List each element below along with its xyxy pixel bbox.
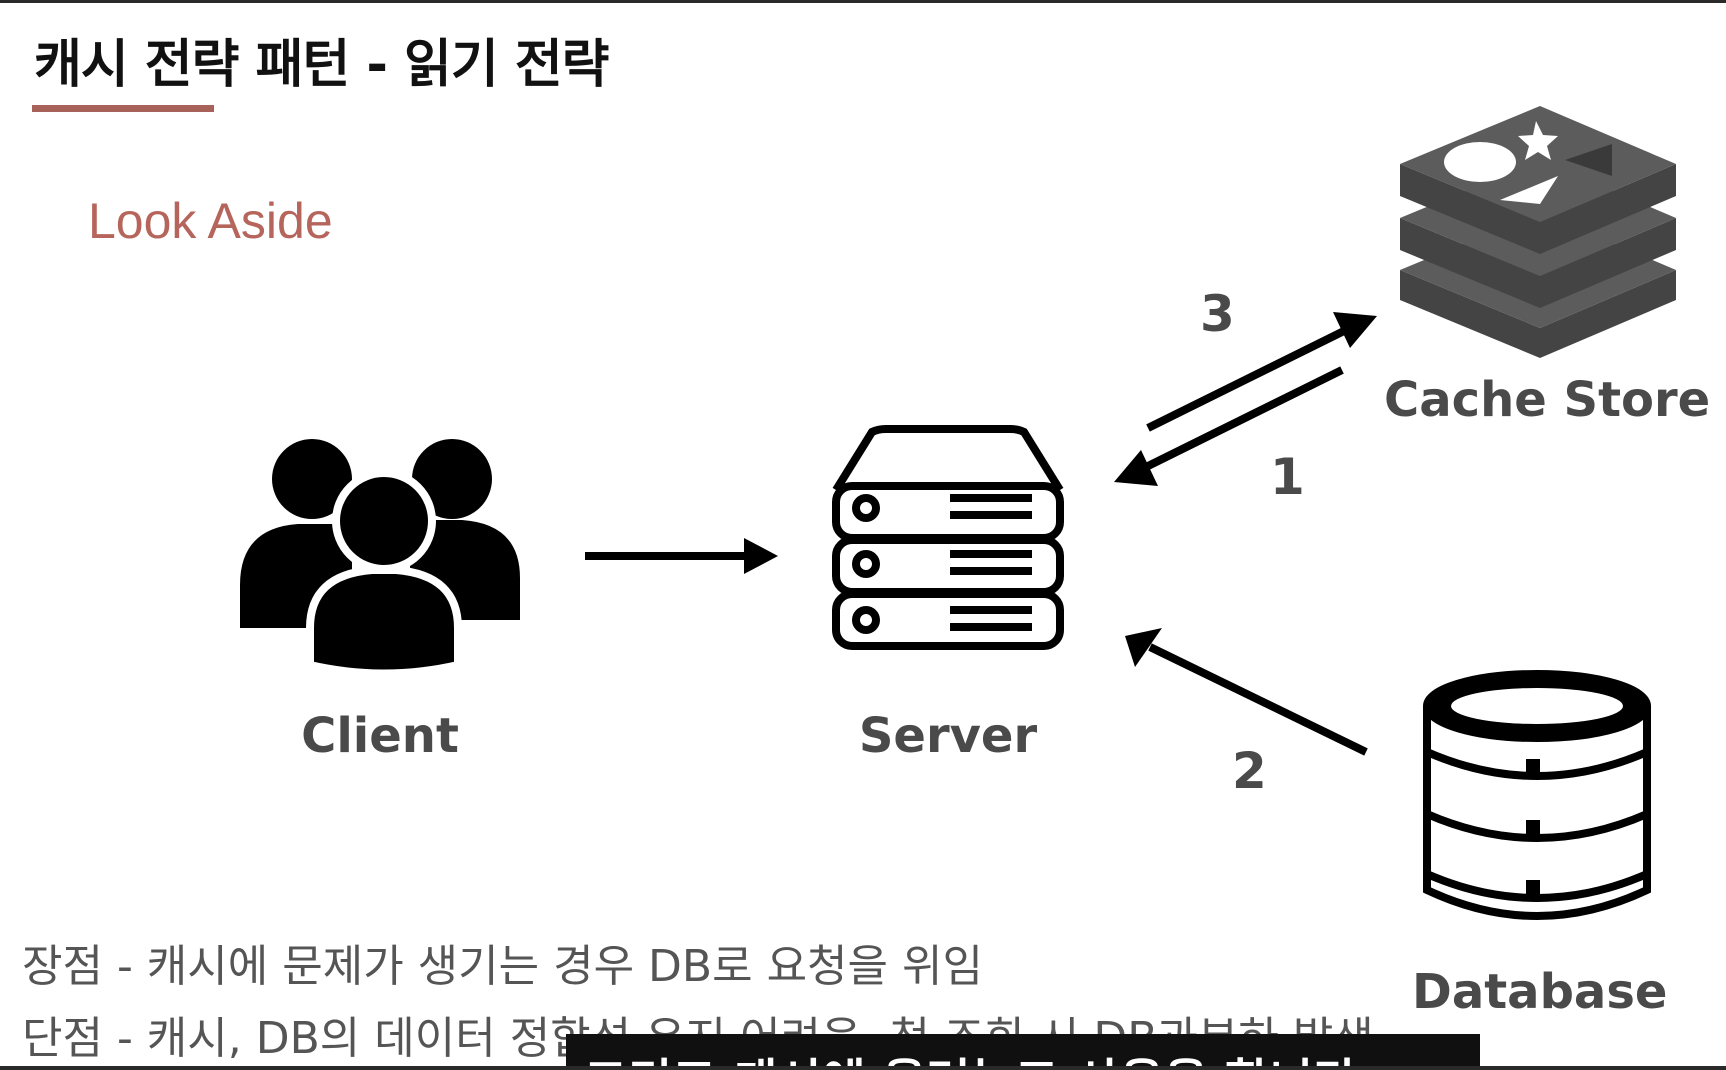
server-to-cache-arrow	[1146, 312, 1377, 432]
step-label-1: 1	[1270, 448, 1305, 506]
top-border	[0, 0, 1726, 3]
database-to-server-arrow	[1125, 628, 1368, 756]
client-to-server-arrow	[585, 538, 778, 574]
client-group-icon	[240, 439, 520, 678]
bottom-border	[0, 1066, 1726, 1070]
database-icon	[1423, 670, 1651, 920]
server-label: Server	[858, 708, 1038, 764]
client-label: Client	[301, 708, 459, 764]
cache-store-label: Cache Store	[1384, 372, 1711, 428]
database-label: Database	[1412, 964, 1668, 1020]
pattern-name: Look Aside	[88, 193, 333, 249]
slide-title: 캐시 전략 패턴 - 읽기 전략	[34, 35, 609, 95]
title-underline	[32, 105, 214, 112]
server-icon	[832, 425, 1064, 650]
step-label-2: 2	[1232, 742, 1267, 800]
cache-to-server-arrow	[1114, 366, 1344, 486]
video-subtitle-bar: 그리고 캐시에 올려놓고 사용을 합니다	[566, 1034, 1480, 1070]
cache-store-icon	[1400, 106, 1676, 358]
pros-note: 장점 - 캐시에 문제가 생기는 경우 DB로 요청을 위임	[22, 941, 983, 992]
step-label-3: 3	[1200, 285, 1235, 343]
